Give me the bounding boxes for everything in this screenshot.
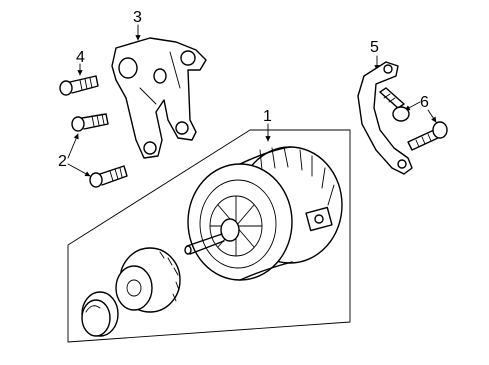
callout-3-group: 3 [111, 9, 207, 159]
bearing-face [115, 265, 153, 311]
callout-5-label: 5 [370, 39, 379, 56]
alternator-top-edge [239, 146, 291, 165]
alternator-shaft-top [186, 233, 223, 247]
callout-3-label: 3 [133, 9, 142, 26]
callout-4-group: 4 [59, 49, 99, 96]
bracket-hole-top-left [118, 57, 138, 79]
bolt-4 [59, 75, 99, 96]
assembly-boundary [67, 129, 351, 343]
callout-6-group: 6 [379, 87, 448, 151]
bracket-hole-top-right [180, 50, 196, 66]
bracket-hole-bottom [143, 141, 157, 155]
bolt-2-lower [89, 165, 128, 188]
callout-6-leader-upper [404, 101, 421, 111]
callout-6-leader-lower [427, 109, 437, 123]
bolt-2-upper [71, 113, 109, 132]
alternator-hub [220, 218, 240, 242]
callout-2-label: 2 [58, 153, 67, 170]
bracket-hole-lower-right [175, 121, 189, 135]
callout-2-leader-upper [67, 133, 79, 159]
alternator-inner-ring [199, 179, 277, 269]
callout-1-group: 1 [67, 108, 351, 343]
callout-2-group: 2 [58, 113, 128, 188]
support-brace [357, 61, 413, 175]
alternator-shaft-bottom [189, 240, 225, 255]
brace-hole-top [383, 64, 393, 74]
alternator [184, 146, 343, 281]
callout-6-label: 6 [420, 94, 429, 111]
alternator-terminal-stud [314, 214, 324, 224]
bracket-hole-middle [153, 68, 167, 84]
alternator-shaft-end [184, 245, 192, 255]
bolt-6-lower [407, 121, 448, 151]
bracket-ribs [139, 51, 181, 105]
alternator-bottom-edge [239, 261, 293, 281]
brace-hole-bottom [397, 159, 407, 169]
callout-1-label: 1 [263, 108, 272, 125]
alternator-bearing [115, 247, 181, 313]
bearing-ridges [159, 251, 180, 302]
pulley-groove [85, 305, 101, 313]
pulley-face [81, 299, 111, 337]
bolt-6-upper [379, 87, 410, 122]
bearing-bore [126, 279, 142, 297]
alternator-pulley [81, 291, 119, 337]
callout-2-leader-lower [67, 163, 91, 177]
callout-4-label: 4 [76, 49, 85, 66]
callout-5-group: 5 [357, 39, 413, 175]
alternator-fins [259, 146, 335, 206]
